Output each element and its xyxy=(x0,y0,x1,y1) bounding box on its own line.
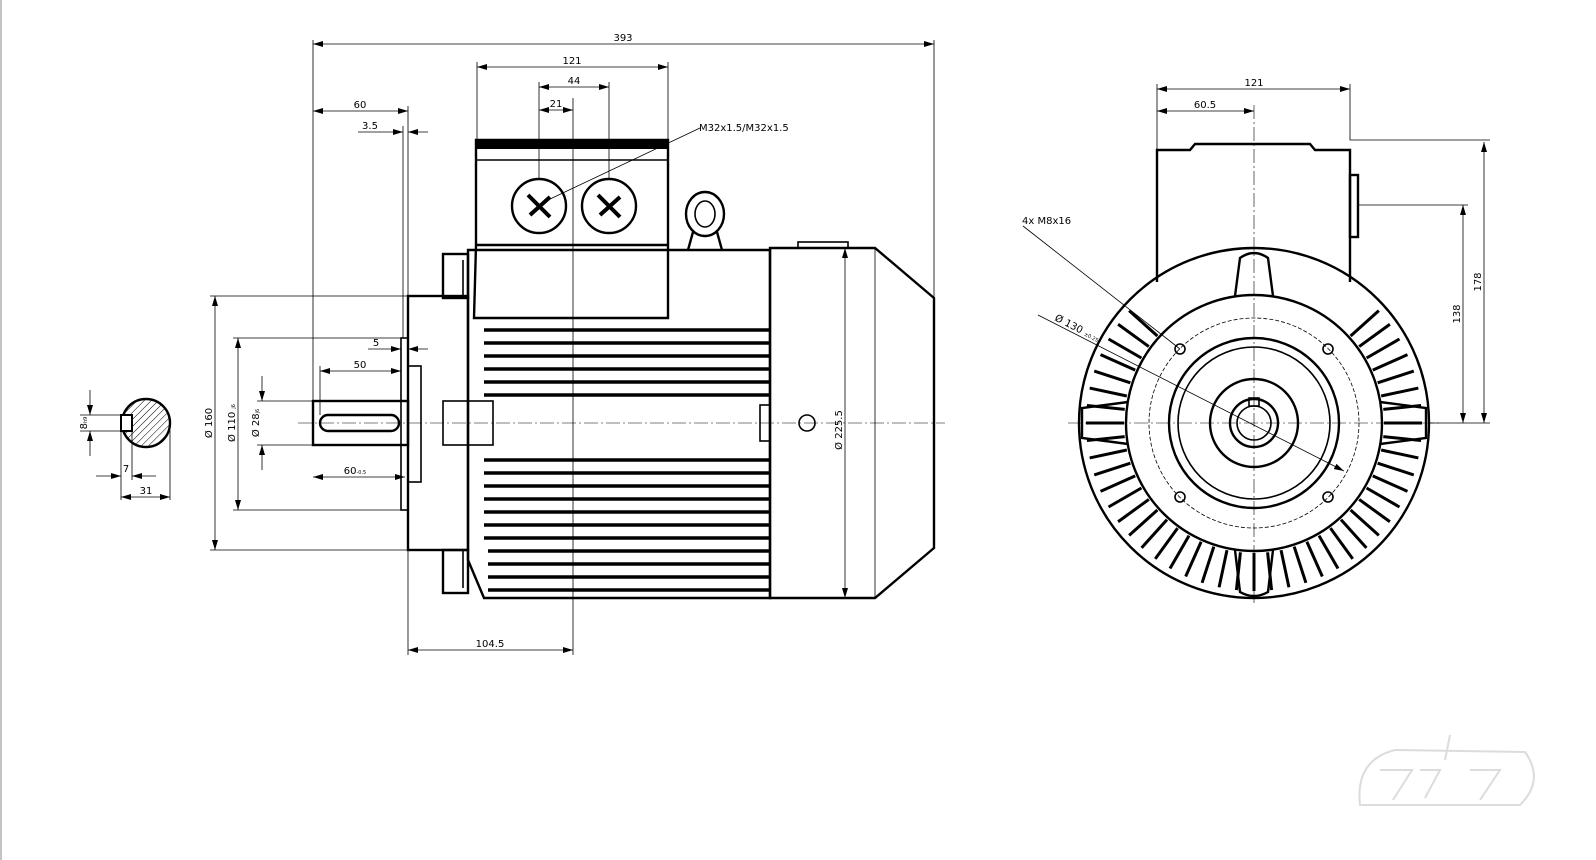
outer-housing xyxy=(1077,246,1431,600)
end-box-half-label: 60.5 xyxy=(1194,100,1216,111)
radial-fin xyxy=(1279,549,1291,588)
bolt-hole xyxy=(1174,343,1186,355)
flange-to-box-label: 104.5 xyxy=(476,639,505,650)
radial-fin xyxy=(1184,541,1203,578)
end-terminal-box xyxy=(1155,142,1352,248)
gland-offset-label: 21 xyxy=(550,99,563,110)
overall-length-label: 393 xyxy=(613,33,632,44)
bearing-cap xyxy=(407,365,422,483)
gland-callout: M32x1.5/M32x1.5 xyxy=(699,123,789,134)
end-gland xyxy=(1348,173,1360,239)
radial-fin xyxy=(1339,518,1368,549)
radial-fin xyxy=(1089,448,1128,460)
radial-fin xyxy=(1117,323,1150,348)
radial-fin xyxy=(1380,386,1419,398)
radial-fin xyxy=(1358,323,1391,348)
end-shield xyxy=(1124,293,1384,553)
bearing-hub xyxy=(1208,377,1300,469)
radial-fin xyxy=(1329,527,1354,560)
drain-hole xyxy=(798,414,816,432)
shaft-height-label: 31 xyxy=(140,486,153,497)
shaft-length-label: 60-0.5 xyxy=(344,466,367,477)
key-width-label: 8h9 xyxy=(79,417,90,430)
radial-fin xyxy=(1380,448,1419,460)
terminal-box xyxy=(472,138,670,320)
radial-fin xyxy=(1365,486,1401,509)
radial-fin xyxy=(1349,309,1380,338)
radial-fin xyxy=(1154,527,1179,560)
cable-gland-2 xyxy=(580,177,638,235)
radial-fin xyxy=(1377,461,1415,477)
radial-fin xyxy=(1107,486,1143,509)
bolt-pitch-circle xyxy=(1148,317,1360,529)
radial-fin xyxy=(1349,508,1380,537)
radial-fin xyxy=(1140,518,1169,549)
bolt-hole xyxy=(1174,491,1186,503)
left-rib xyxy=(1080,400,1129,446)
cooling-fins xyxy=(484,328,770,592)
shaft-diameter-label: Ø 28j6 xyxy=(250,409,262,437)
radial-fin xyxy=(1358,498,1391,523)
pitch-diameter-label: Ø 130 ±0.25 xyxy=(1053,312,1102,345)
radial-fin xyxy=(1317,534,1340,570)
total-height-label: 178 xyxy=(1473,272,1484,291)
top-rib xyxy=(1233,251,1275,297)
radial-fin xyxy=(1089,386,1128,398)
terminal-box-lid xyxy=(476,140,668,149)
flange-to-shaft-label: 60 xyxy=(354,100,367,111)
radial-fin xyxy=(1128,508,1159,537)
shaft-bore xyxy=(1228,397,1280,449)
gland-spacing-label: 44 xyxy=(568,76,581,87)
box-width-label: 121 xyxy=(562,56,581,67)
end-box-width-label: 121 xyxy=(1244,78,1263,89)
right-rib xyxy=(1379,400,1428,446)
cable-gland-1 xyxy=(510,177,568,235)
radial-fin xyxy=(1168,534,1191,570)
keyway-length-label: 50 xyxy=(354,360,367,371)
radial-fin xyxy=(1372,474,1409,493)
radial-fin xyxy=(1372,353,1409,372)
bolt-hole xyxy=(1322,491,1334,503)
lifting-eye-bolt xyxy=(684,190,726,251)
radial-fin xyxy=(1117,498,1150,523)
flange-thickness-label: 3.5 xyxy=(362,121,378,132)
watermark-logo xyxy=(1358,734,1535,806)
radial-fin xyxy=(1305,541,1324,578)
radial-fin xyxy=(1099,353,1136,372)
radial-fin xyxy=(1093,461,1131,477)
mounting-bolts xyxy=(1174,343,1334,503)
shaft-section: 8h9 7 31 xyxy=(79,390,172,500)
radial-fin xyxy=(1377,369,1415,385)
motor-body xyxy=(466,248,772,600)
bottom-rib xyxy=(1233,549,1275,598)
flange-diameter-label: Ø 160 xyxy=(203,408,215,438)
keyway xyxy=(318,413,401,433)
key-section xyxy=(120,414,133,432)
radial-fin xyxy=(1128,309,1159,338)
gland-height-label: 138 xyxy=(1452,304,1463,323)
spigot-diameter-label: Ø 110 j6 xyxy=(226,404,238,442)
spigot-depth-label: 5 xyxy=(373,338,379,349)
shaft xyxy=(311,399,410,447)
side-view: M32x1.5/M32x1.5 393 121 44 21 60 3.5 5 xyxy=(203,33,945,655)
radial-fin xyxy=(1200,546,1216,584)
radial-fin xyxy=(1365,337,1401,360)
radial-fin xyxy=(1217,549,1229,588)
radial-fin xyxy=(1292,546,1308,584)
bolt-hole xyxy=(1322,343,1334,355)
radial-fin xyxy=(1099,474,1136,493)
top-flange-lug xyxy=(441,252,470,300)
bottom-flange-lug xyxy=(441,548,470,595)
radial-fin xyxy=(1107,337,1143,360)
end-view: 4x M8x16 Ø 130 ±0.25 121 60.5 178 138 xyxy=(1022,78,1490,605)
bolt-callout: 4x M8x16 xyxy=(1022,216,1071,227)
body-diameter-label: Ø 225.5 xyxy=(833,410,845,450)
radial-fin xyxy=(1093,369,1131,385)
key-height-label: 7 xyxy=(123,464,129,475)
